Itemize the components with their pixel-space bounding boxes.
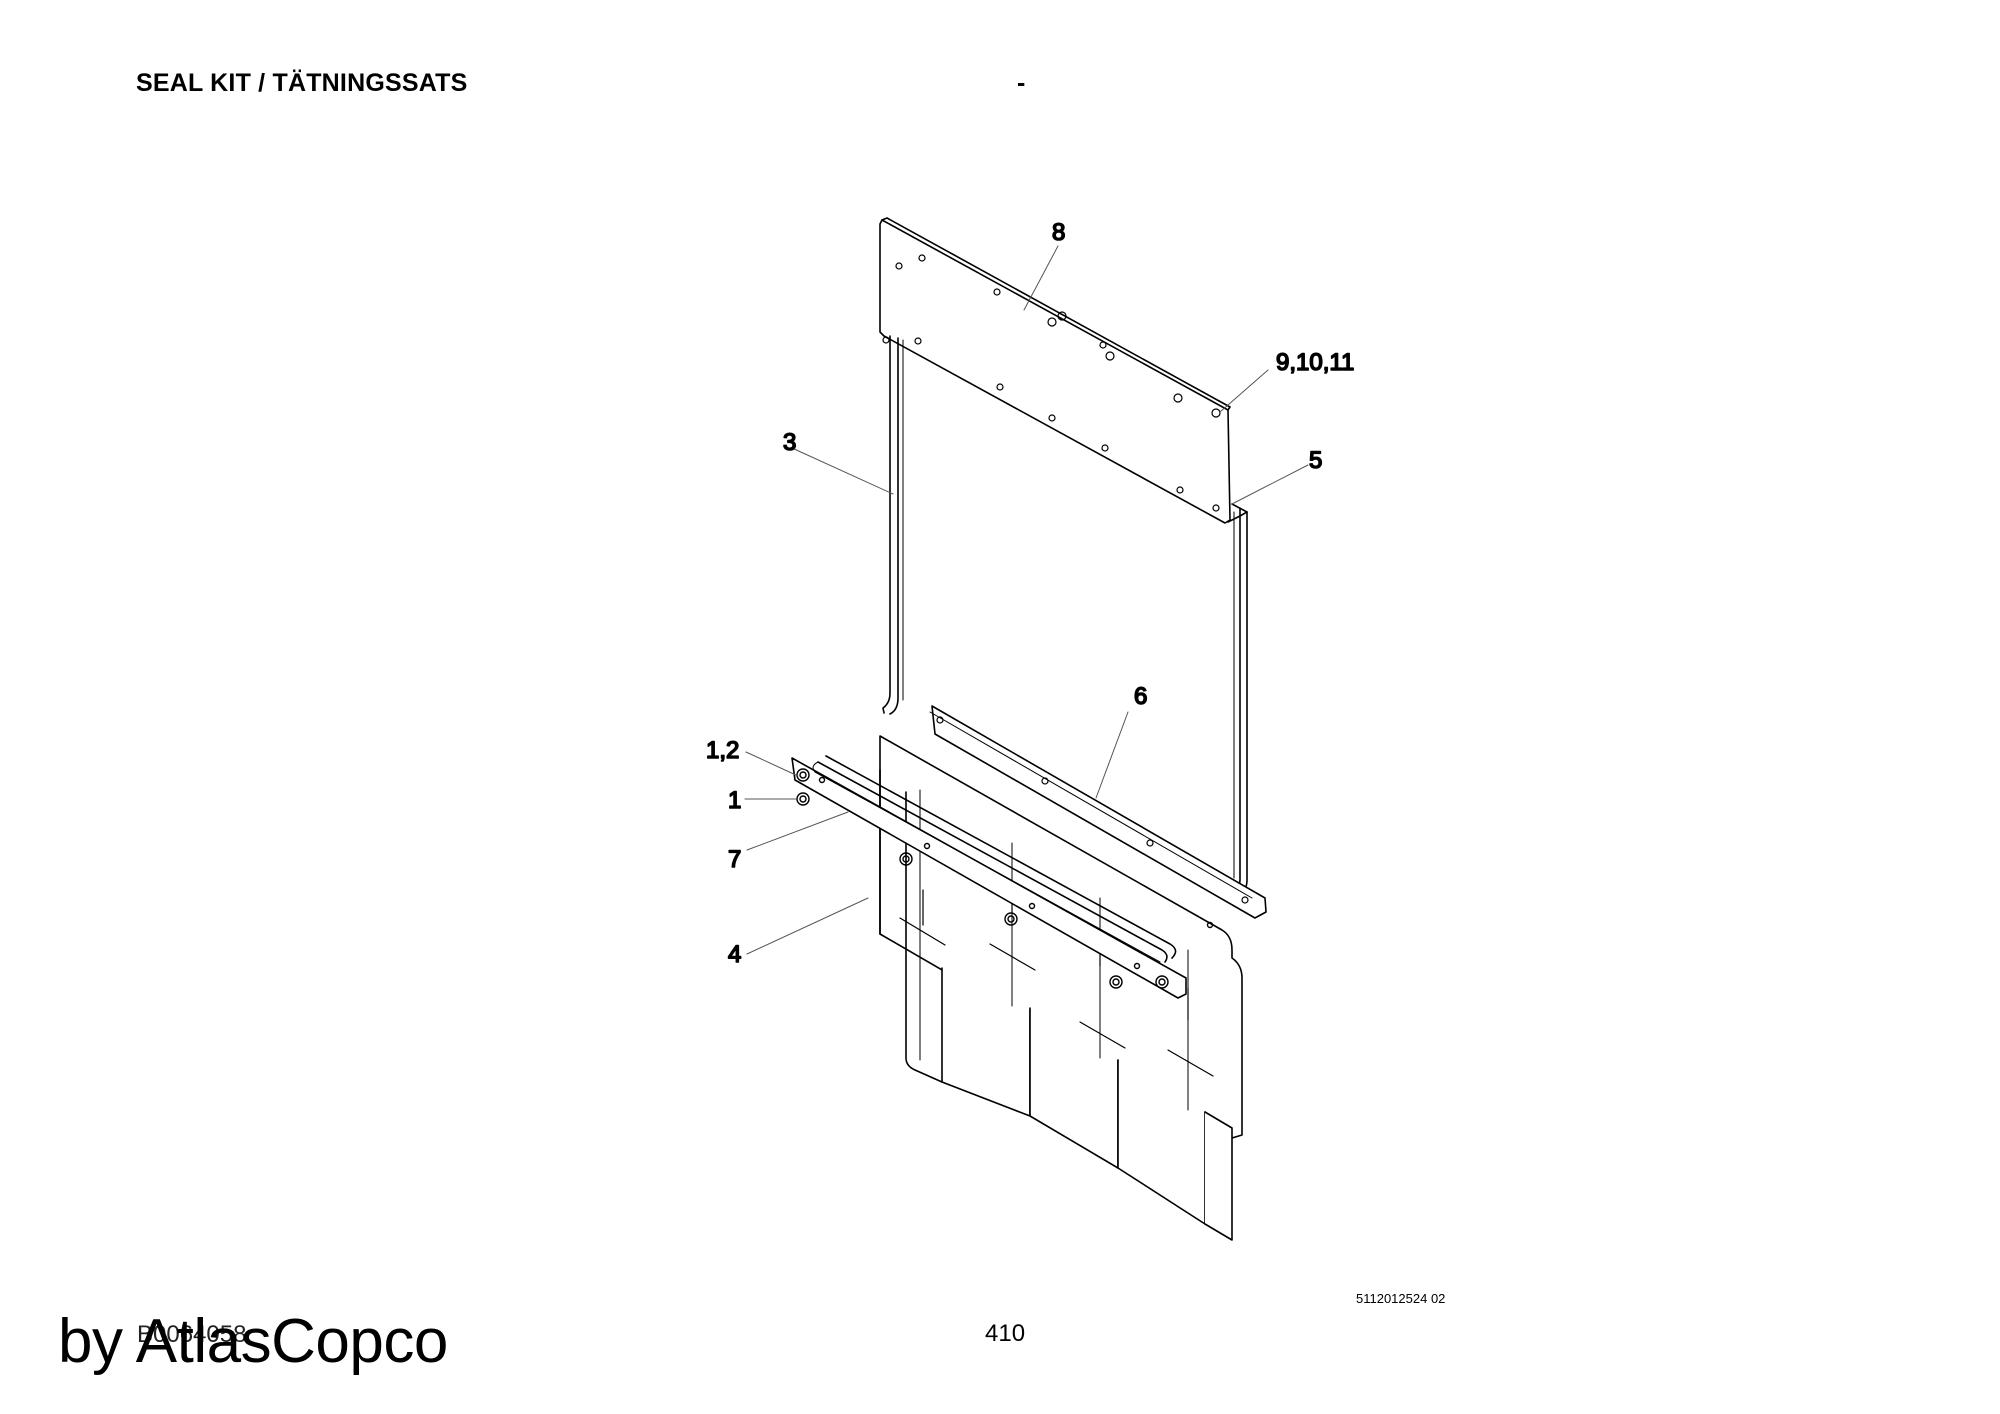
callout-4: 4 (728, 941, 741, 968)
callout-numbers: 8 9,10,11 3 5 6 1,2 1 7 4 (705, 218, 1355, 969)
callout-1: 1 (728, 787, 741, 814)
page-title: SEAL KIT / TÄTNINGSSATS (136, 69, 468, 97)
callout-5: 5 (1309, 447, 1322, 474)
callout-7: 7 (728, 846, 741, 873)
left-seal-strip (882, 335, 904, 715)
rubber-flap (879, 735, 1243, 1241)
callout-3: 3 (783, 429, 796, 456)
title-separator: - (1017, 69, 1026, 97)
callout-8: 8 (1052, 219, 1065, 246)
top-seal-plate (879, 217, 1231, 524)
callout-1-2: 1,2 (706, 737, 739, 764)
page-number: 410 (985, 1320, 1026, 1347)
drawing-number: 5112012524 02 (1356, 1291, 1446, 1306)
brand-watermark: by AtlasCopco (58, 1307, 448, 1376)
right-seal-strip (1227, 503, 1248, 899)
back-mounting-bar (929, 705, 1267, 919)
nuts-and-washers (796, 768, 1214, 989)
callout-9-10-11: 9,10,11 (1276, 349, 1354, 376)
top-plate-bolts (882, 254, 1221, 512)
front-clamp-bar (791, 755, 1187, 999)
callout-leaders (744, 245, 1309, 955)
flap-cut-marks (899, 879, 1214, 1077)
callout-6: 6 (1134, 683, 1147, 710)
document-code: B0064058 (137, 1321, 247, 1348)
